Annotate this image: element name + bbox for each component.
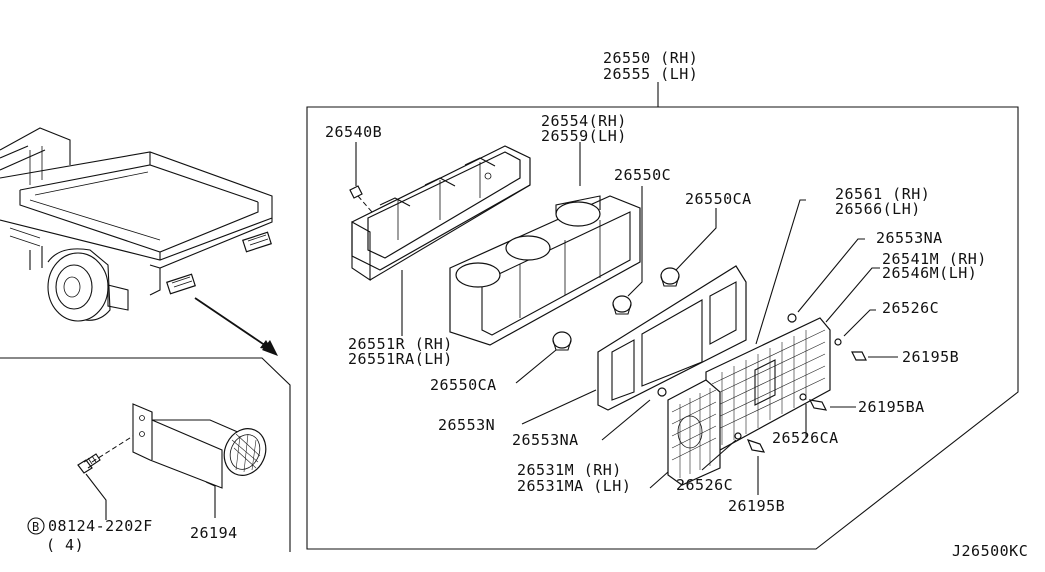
inset-border	[0, 357, 291, 552]
screw-26195B-top-label: 26195B	[902, 348, 959, 366]
lens-lh-label: 26566(LH)	[835, 200, 921, 218]
nut-icon	[657, 387, 667, 397]
bracket-icon	[132, 403, 241, 489]
washer-26526CA-label: 26526CA	[772, 429, 839, 447]
gasket-part	[597, 265, 747, 411]
frame-rh-label: 26551R (RH)	[348, 335, 453, 353]
lamp-frame-part	[351, 145, 531, 282]
lens2-rh-label: 26541M (RH)	[882, 250, 987, 268]
assy-lh-label: 26555 (LH)	[603, 65, 698, 83]
assy-rh-label: 26550 (RH)	[603, 49, 698, 67]
assembly-border	[306, 106, 1019, 550]
washer-icon	[799, 393, 807, 401]
bolt-qty-label: ( 4)	[46, 536, 84, 554]
bolt-icon	[77, 435, 134, 474]
bracket-label: 26194	[190, 524, 238, 542]
lens3-rh-label: 26531M (RH)	[517, 461, 622, 479]
screw-26195BA-label: 26195BA	[858, 398, 925, 416]
nut-26553NA-top-label: 26553NA	[876, 229, 943, 247]
screw-26195B-bottom-label: 26195B	[728, 497, 785, 515]
bolt-circle-marker	[27, 517, 45, 535]
reflector-icon	[223, 428, 267, 476]
lens3-lh-label: 26531MA (LH)	[517, 477, 631, 495]
screw-icon	[808, 399, 828, 411]
washer-icon	[834, 338, 842, 346]
bulb-26550CA-top-label: 26550CA	[685, 190, 752, 208]
bolt-icon	[349, 185, 363, 199]
socket-26550C-label: 26550C	[614, 166, 671, 184]
frame-lh-label: 26551RA(LH)	[348, 350, 453, 368]
housing-rh-label: 26554(RH)	[541, 112, 627, 130]
washer-26526C-bottom-label: 26526C	[676, 476, 733, 494]
bolt-26540B-label: 26540B	[325, 123, 382, 141]
lens-rh-label: 26561 (RH)	[835, 185, 930, 203]
diagram-id-label: J26500KC	[952, 542, 1028, 560]
gasket-26553N-label: 26553N	[438, 416, 495, 434]
screw-icon	[851, 351, 867, 361]
lens2-lh-label: 26546M(LH)	[882, 264, 977, 282]
bolt-number-label: 08124-2202F	[48, 517, 153, 535]
lens-part	[667, 379, 721, 486]
washer-icon	[734, 432, 742, 440]
bulb-26550CA-left-label: 26550CA	[430, 376, 497, 394]
bolt-circle-letter: B	[32, 520, 40, 534]
housing-lh-label: 26559(LH)	[541, 127, 627, 145]
lamp-housing-part	[449, 195, 641, 346]
truck-bed-icon	[0, 127, 278, 356]
nut-26553NA-bottom-label: 26553NA	[512, 431, 579, 449]
nut-icon	[787, 313, 797, 323]
screw-icon	[746, 439, 766, 453]
washer-26526C-top-label: 26526C	[882, 299, 939, 317]
bulb-icon	[552, 267, 680, 351]
